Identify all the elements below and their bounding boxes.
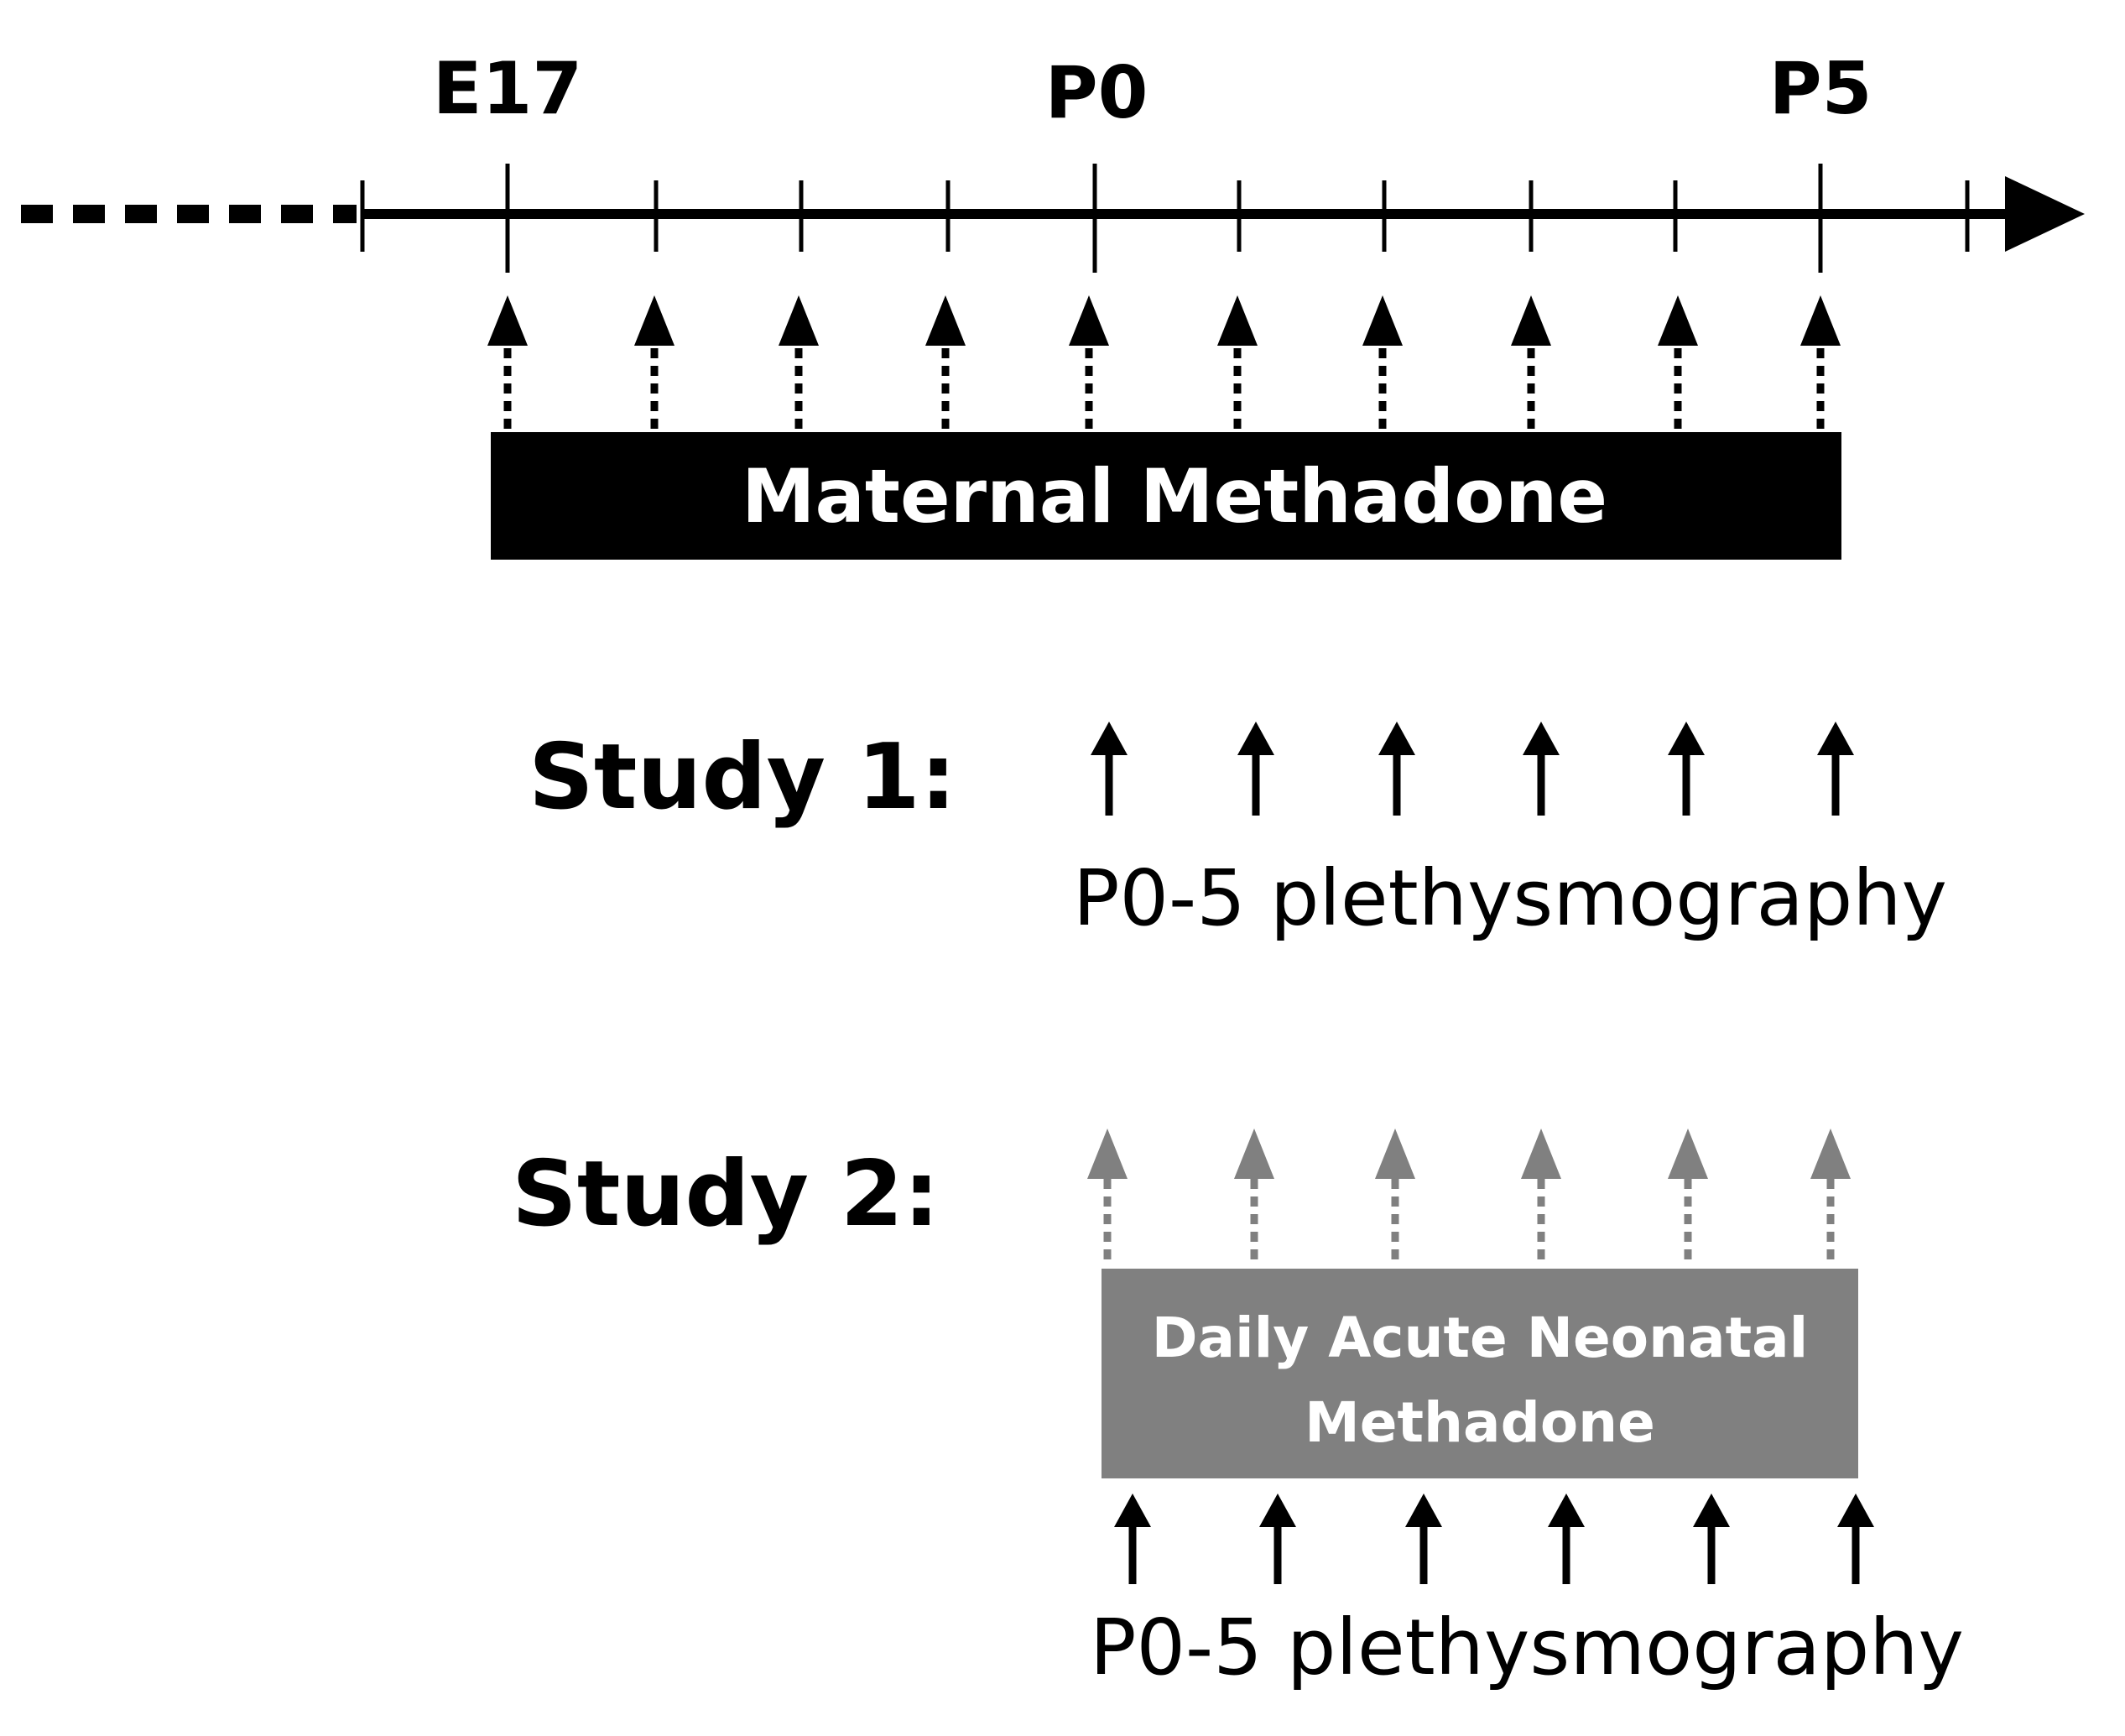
neonatal-methadone-box bbox=[1102, 1269, 1858, 1478]
timeline-label-e17: E17 bbox=[433, 47, 582, 131]
neonatal-methadone-label-line1: Daily Acute Neonatal bbox=[1152, 1306, 1809, 1370]
timeline-arrowhead-icon bbox=[2005, 176, 2085, 252]
up-arrow-icon bbox=[1237, 722, 1274, 755]
arrowhead-icon bbox=[1069, 295, 1109, 346]
neonatal-methadone-label-line2: Methadone bbox=[1305, 1390, 1655, 1455]
arrowhead-icon bbox=[1234, 1129, 1274, 1179]
plethysmography-arrow bbox=[1817, 722, 1854, 816]
up-arrow-icon bbox=[1114, 1494, 1151, 1527]
arrowhead-icon bbox=[1362, 295, 1403, 346]
maternal-dose-arrow bbox=[487, 295, 528, 430]
maternal-methadone-box: Maternal Methadone bbox=[491, 432, 1841, 560]
plethysmography-arrow bbox=[1091, 722, 1128, 816]
study-2-label: Study 2: bbox=[512, 1142, 940, 1247]
plethysmography-arrow bbox=[1237, 722, 1274, 816]
maternal-dose-arrow bbox=[1362, 295, 1403, 430]
study-1-plethysmography-arrows bbox=[1091, 722, 1854, 816]
plethysmography-arrow bbox=[1548, 1494, 1585, 1584]
neonatal-dose-arrow bbox=[1810, 1129, 1851, 1265]
maternal-dose-arrow bbox=[925, 295, 966, 430]
neonatal-dose-arrow bbox=[1087, 1129, 1128, 1265]
study-1-label: Study 1: bbox=[529, 725, 956, 830]
arrowhead-icon bbox=[779, 295, 819, 346]
timeline: E17 P0 P5 bbox=[21, 47, 2085, 273]
up-arrow-icon bbox=[1091, 722, 1128, 755]
arrowhead-icon bbox=[1521, 1129, 1561, 1179]
arrowhead-icon bbox=[1217, 295, 1258, 346]
study-2-plethysmography-arrows bbox=[1114, 1494, 1874, 1584]
arrowhead-icon bbox=[487, 295, 528, 346]
arrowhead-icon bbox=[1658, 295, 1698, 346]
arrowhead-icon bbox=[634, 295, 674, 346]
maternal-dose-arrow bbox=[634, 295, 674, 430]
study-2-caption: P0-5 plethysmography bbox=[1090, 1603, 1964, 1692]
plethysmography-arrow bbox=[1837, 1494, 1874, 1584]
timeline-label-p0: P0 bbox=[1045, 51, 1148, 135]
arrowhead-icon bbox=[1810, 1129, 1851, 1179]
up-arrow-icon bbox=[1405, 1494, 1442, 1527]
plethysmography-arrow bbox=[1378, 722, 1415, 816]
up-arrow-icon bbox=[1668, 722, 1705, 755]
up-arrow-icon bbox=[1817, 722, 1854, 755]
timeline-label-p5: P5 bbox=[1769, 47, 1872, 131]
arrowhead-icon bbox=[1511, 295, 1551, 346]
plethysmography-arrow bbox=[1668, 722, 1705, 816]
study-2-neonatal-dose-arrows bbox=[1087, 1129, 1851, 1265]
maternal-dose-arrow bbox=[1658, 295, 1698, 430]
study-1-caption: P0-5 plethysmography bbox=[1073, 853, 1947, 943]
plethysmography-arrow bbox=[1405, 1494, 1442, 1584]
plethysmography-arrow bbox=[1114, 1494, 1151, 1584]
study-1: Study 1: P0-5 plethysmography bbox=[529, 722, 1947, 943]
maternal-dose-arrow bbox=[1217, 295, 1258, 430]
maternal-dose-arrow bbox=[1511, 295, 1551, 430]
neonatal-dose-arrow bbox=[1234, 1129, 1274, 1265]
up-arrow-icon bbox=[1548, 1494, 1585, 1527]
arrowhead-icon bbox=[1087, 1129, 1128, 1179]
plethysmography-arrow bbox=[1259, 1494, 1296, 1584]
neonatal-dose-arrow bbox=[1375, 1129, 1415, 1265]
maternal-dose-arrow bbox=[1069, 295, 1109, 430]
up-arrow-icon bbox=[1693, 1494, 1730, 1527]
up-arrow-icon bbox=[1837, 1494, 1874, 1527]
plethysmography-arrow bbox=[1693, 1494, 1730, 1584]
up-arrow-icon bbox=[1378, 722, 1415, 755]
neonatal-dose-arrow bbox=[1668, 1129, 1708, 1265]
arrowhead-icon bbox=[1800, 295, 1841, 346]
maternal-methadone-label: Maternal Methadone bbox=[742, 453, 1607, 540]
up-arrow-icon bbox=[1523, 722, 1560, 755]
maternal-dose-arrow bbox=[1800, 295, 1841, 430]
arrowhead-icon bbox=[925, 295, 966, 346]
maternal-dose-arrows bbox=[487, 295, 1841, 430]
timeline-ticks bbox=[360, 164, 1970, 273]
arrowhead-icon bbox=[1375, 1129, 1415, 1179]
maternal-dose-arrow bbox=[779, 295, 819, 430]
study-2: Study 2: Daily Acute Neonatal Methadone … bbox=[512, 1129, 1964, 1692]
arrowhead-icon bbox=[1668, 1129, 1708, 1179]
neonatal-dose-arrow bbox=[1521, 1129, 1561, 1265]
up-arrow-icon bbox=[1259, 1494, 1296, 1527]
plethysmography-arrow bbox=[1523, 722, 1560, 816]
